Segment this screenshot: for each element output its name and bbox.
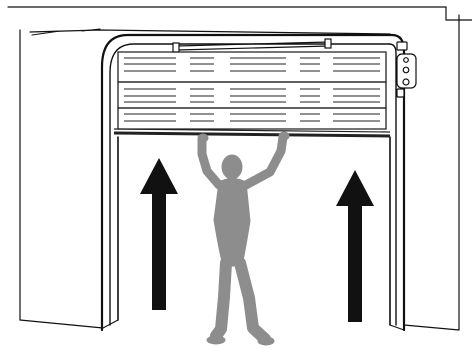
panel-middle <box>118 82 386 108</box>
panel-lower <box>118 108 386 129</box>
spring-end-left <box>173 43 179 52</box>
person-left-leg <box>216 263 226 336</box>
person-torso <box>214 179 250 267</box>
person-right-arm <box>246 137 283 185</box>
operator-knob-low <box>403 79 409 85</box>
operator-knob-mid <box>403 67 409 73</box>
spring-rail-lower <box>177 46 329 50</box>
panel-ribs-top <box>124 58 380 71</box>
person-head <box>222 155 242 179</box>
person-left-arm <box>202 140 219 185</box>
bracket-top <box>397 42 407 50</box>
floor-right-line <box>404 325 459 330</box>
person-lifting-door <box>198 132 289 345</box>
left-up-arrow <box>140 158 178 310</box>
panel-ribs-lower <box>124 114 380 121</box>
panel-ribs-middle <box>124 89 380 102</box>
door-panels <box>114 52 390 136</box>
person-left-foot <box>207 336 225 344</box>
person-right-hand <box>279 132 289 140</box>
spring-end-right <box>325 39 331 48</box>
bottom-rail <box>114 133 390 136</box>
person-right-foot <box>258 337 274 345</box>
person-right-leg <box>240 263 265 339</box>
bracket-small <box>397 89 404 97</box>
panel-top <box>118 52 386 82</box>
person-left-hand <box>198 134 208 142</box>
operator-box <box>397 42 416 97</box>
right-up-arrow <box>336 170 374 322</box>
floor-left-line <box>20 320 103 328</box>
operator-knob-top <box>404 58 409 63</box>
spring-assembly <box>173 39 331 52</box>
